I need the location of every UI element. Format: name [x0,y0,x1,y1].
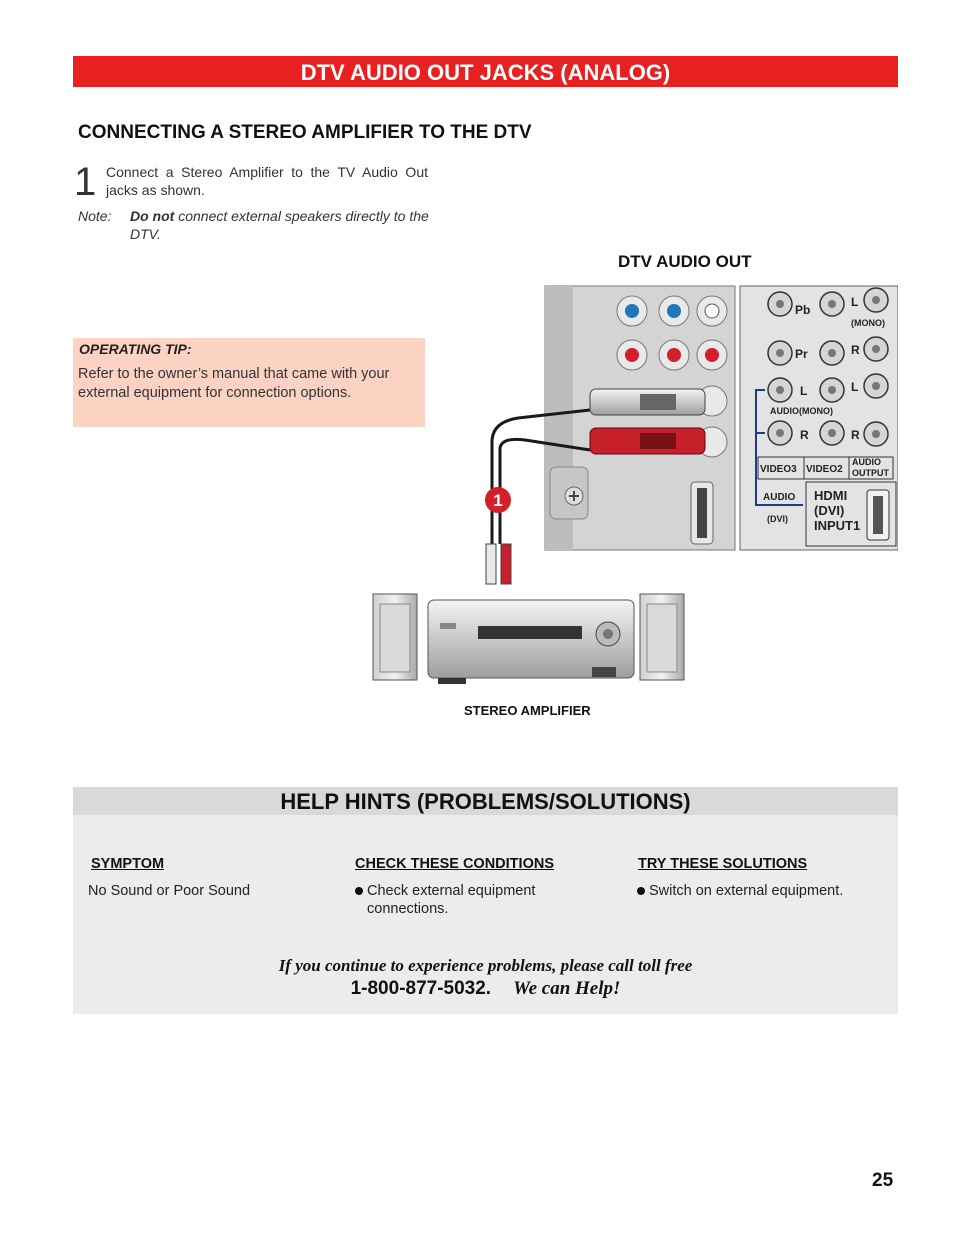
side-jacks [616,295,728,458]
label-hdmi-2: (DVI) [814,503,844,518]
label-hdmi-3: INPUT1 [814,518,860,533]
label-pr: Pr [795,347,808,361]
contact-phone-line: 1-800-877-5032. We can Help! [73,978,898,1000]
bullet-icon [355,887,363,895]
label-audio-r: R [800,428,809,442]
diagram-title: DTV AUDIO OUT [618,252,752,271]
step-1-callout: 1 [485,487,511,513]
phone-number: 1-800-877-5032. [350,978,492,999]
label-hdmi-1: HDMI [814,488,847,503]
label-audio-dvi-1: AUDIO [763,492,795,503]
stereo-amplifier [372,593,685,684]
label-pb: Pb [795,303,810,317]
condition-cell: Check external equipment connections. [355,882,575,918]
note-emphasis: Do not [130,208,175,224]
bullet-icon [637,887,645,895]
solution-cell: Switch on external equipment. [637,882,892,900]
note-label: Note: [78,208,112,224]
contact-line: If you continue to experience problems, … [278,956,693,975]
rca-audio-cable [485,388,706,585]
column-header-solutions: TRY THESE SOLUTIONS [638,856,808,872]
label-left-lower: L [851,380,858,394]
page-number: 25 [872,1170,894,1191]
tip-body: Refer to the owner’s manual that came wi… [78,366,390,401]
column-header-symptom: SYMPTOM [91,856,165,872]
note: Note: Do not connect external speakers d… [78,207,429,242]
condition-text: Check external equipment connections. [367,883,536,917]
label-audio-l: L [800,384,807,398]
help-hints-title: HELP HINTS (PROBLEMS/SOLUTIONS) [73,787,898,815]
help-hints-box: SYMPTOM CHECK THESE CONDITIONS TRY THESE… [73,815,898,1014]
label-right-upper: R [851,343,860,357]
label-right-lower: R [851,428,860,442]
label-audio-dvi-2: (DVI) [767,514,788,524]
step-number: 1 [74,160,97,204]
tv-side-panel [544,285,736,551]
label-audio-output-2: OUTPUT [852,468,890,478]
tagline: We can Help! [513,978,621,999]
label-video2: VIDEO2 [806,464,843,475]
connection-diagram: Pb Pr L R AUDIO(MONO) L (MONO) R L R VID… [372,285,898,684]
label-mono: (MONO) [851,318,885,328]
label-left-mono: L [851,295,858,309]
note-text: Do not connect external speakers directl… [130,207,429,243]
note-body: connect external speakers directly to th… [130,208,429,242]
rear-jack-panel: Pb Pr L R AUDIO(MONO) L (MONO) R L R VID… [739,285,898,551]
solution-text: Switch on external equipment. [649,883,844,899]
symptom-cell: No Sound or Poor Sound [88,883,251,899]
label-audio-mono: AUDIO(MONO) [770,406,833,416]
callout-number: 1 [493,491,502,510]
label-video3: VIDEO3 [760,464,797,475]
label-audio-output-1: AUDIO [852,457,881,467]
amplifier-label: STEREO AMPLIFIER [464,703,591,718]
column-header-conditions: CHECK THESE CONDITIONS [355,856,554,872]
page-banner-title: DTV AUDIO OUT JACKS (ANALOG) [73,56,898,87]
operating-tip-box: OPERATING TIP: Refer to the owner’s manu… [73,338,425,427]
tip-title: OPERATING TIP: [79,341,192,357]
step-text: Connect a Stereo Amplifier to the TV Aud… [106,164,428,198]
section-title: CONNECTING A STEREO AMPLIFIER TO THE DTV [78,122,532,143]
